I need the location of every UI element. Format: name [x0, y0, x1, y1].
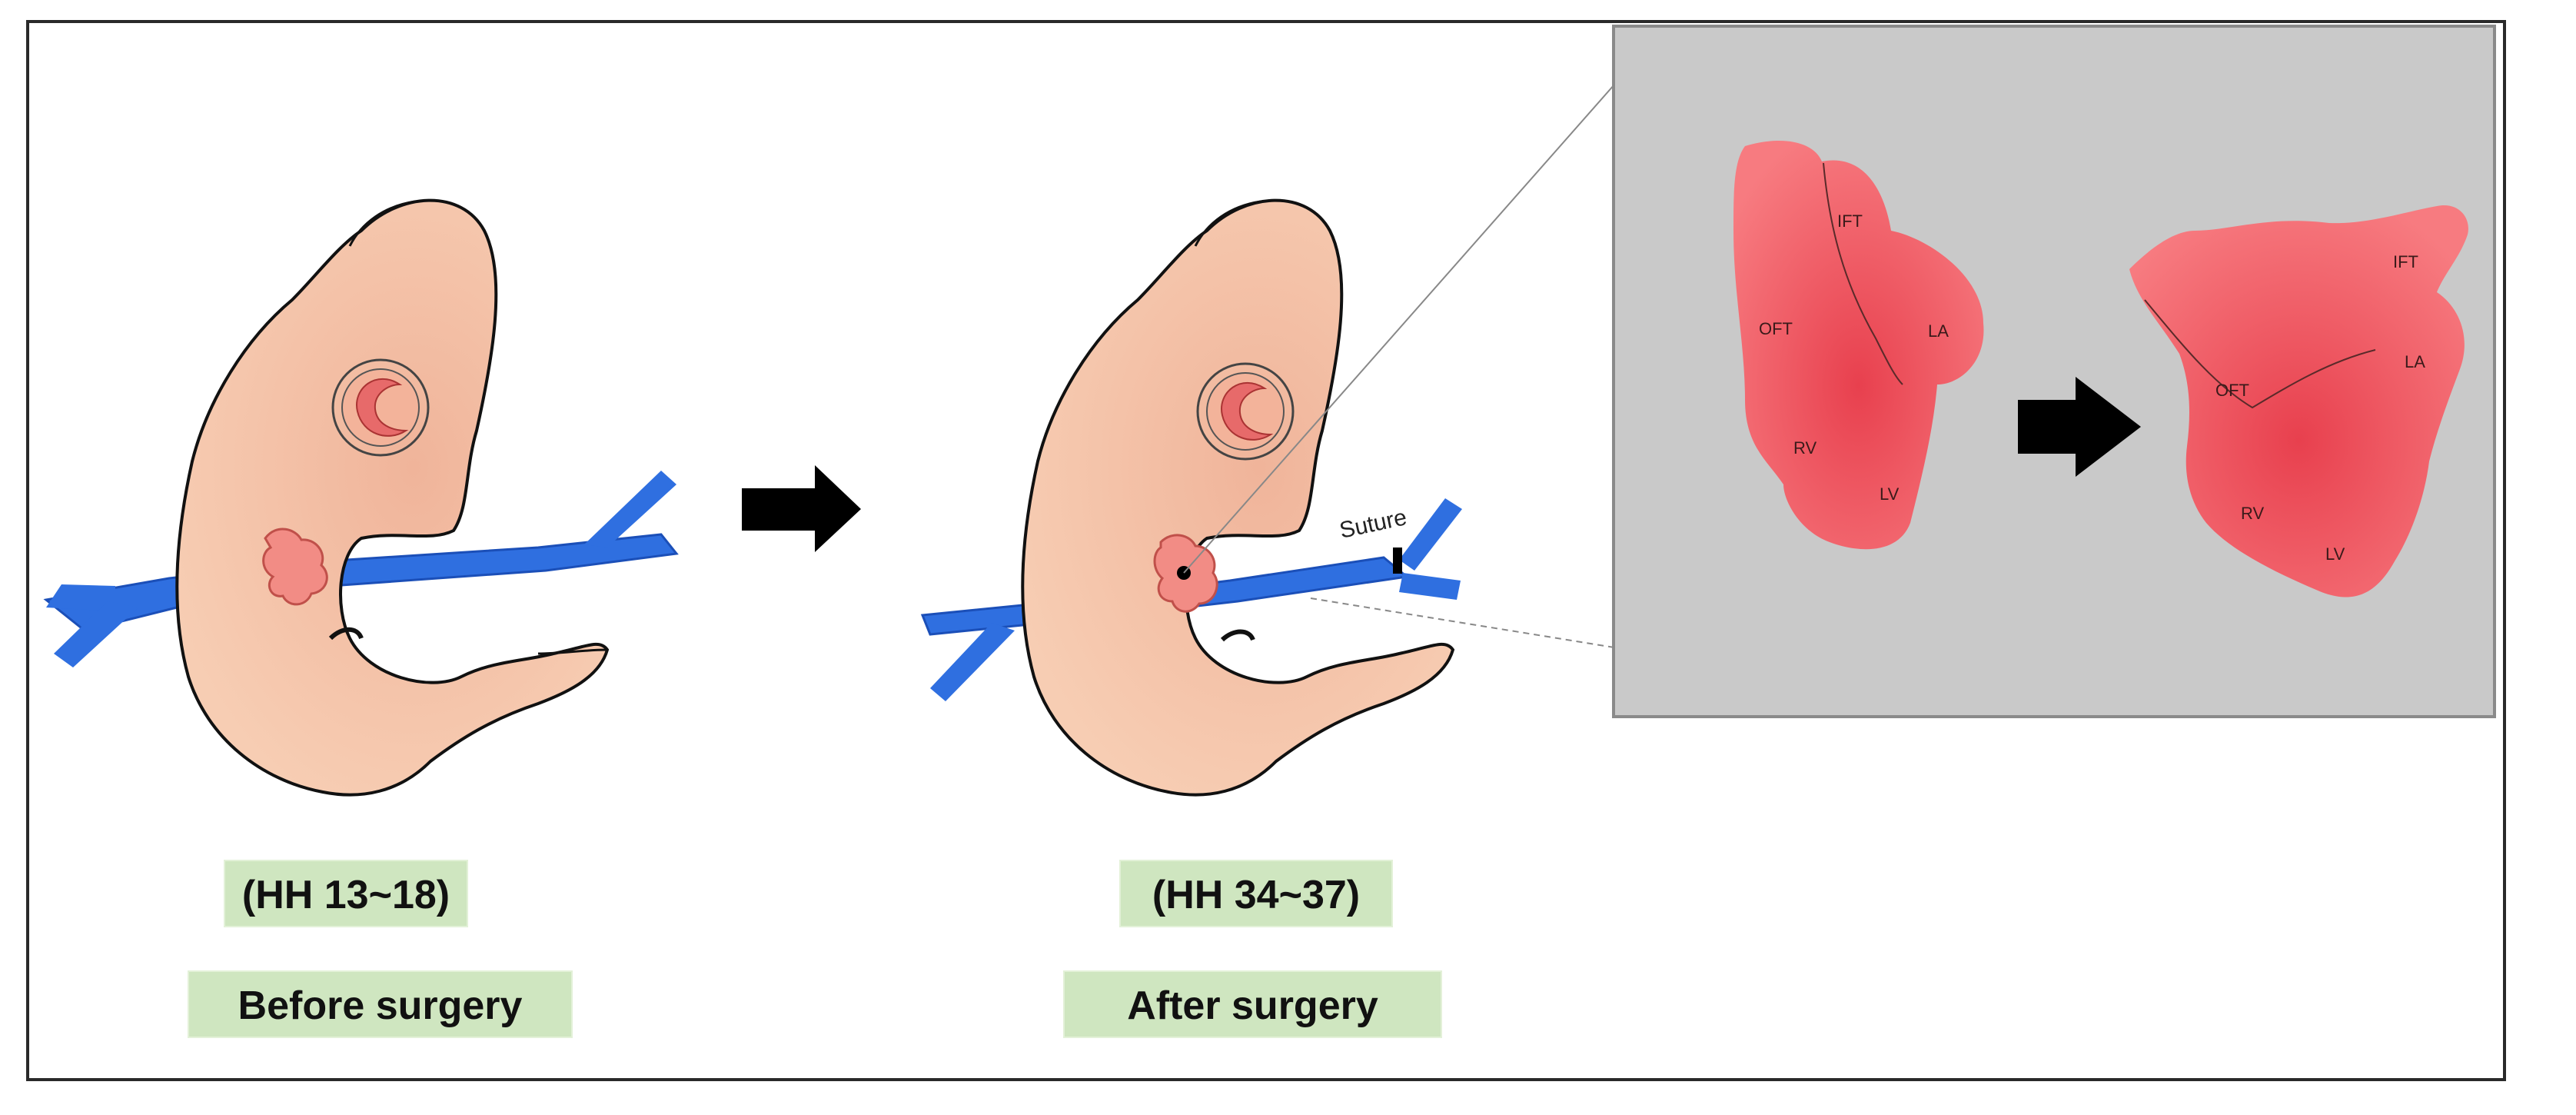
- vessel-after-branch-right-bottom: [1399, 573, 1461, 600]
- heart-before-label-rv: RV: [1793, 438, 1816, 458]
- heart-after-label-rv: RV: [2241, 504, 2264, 523]
- heart-after-label-ift: IFT: [2393, 252, 2418, 271]
- after-stage-caption: After surgery: [1063, 970, 1442, 1038]
- embryo-after-body: [1021, 198, 1455, 797]
- vessel-before-branch-right: [584, 471, 676, 548]
- figure-frame: [26, 20, 2506, 1081]
- embryo-before: [43, 198, 679, 797]
- heart-before-label-oft: OFT: [1759, 319, 1793, 338]
- embryo-after-eye-inner: [1221, 381, 1274, 441]
- before-stage-caption: Before surgery: [188, 970, 573, 1038]
- heart-after-label-la: LA: [2405, 352, 2425, 371]
- vessel-after-branch-left: [930, 623, 1015, 701]
- heart-before-shape: [1733, 140, 1984, 550]
- embryo-after-limb: [1220, 629, 1255, 642]
- after-stage-hh-label: (HH 34~37): [1119, 860, 1393, 927]
- before-stage-hh-label: (HH 13~18): [224, 860, 468, 927]
- heart-before: IFT OFT LA RV LV: [1733, 140, 1984, 550]
- heart-after-label-oft: OFT: [2215, 381, 2249, 400]
- heart-before-label-la: LA: [1928, 321, 1949, 341]
- heart-after: IFT OFT LA RV LV: [2129, 205, 2468, 597]
- embryo-after-head-outline: [1194, 200, 1261, 247]
- embryo-after-eye-outer: [1196, 362, 1295, 461]
- embryo-before-tail: [537, 648, 608, 655]
- embryo-before-eye-outer: [331, 358, 430, 457]
- embryo-before-eye-ring: [341, 368, 420, 447]
- vessel-after-branch-right-top: [1399, 498, 1462, 571]
- heart-before-label-lv: LV: [1880, 484, 1900, 504]
- embryo-before-body: [175, 198, 610, 797]
- embryo-before-eye-inner: [356, 378, 409, 437]
- embryo-after: Suture: [920, 198, 1462, 797]
- arrow-before-to-after: [742, 465, 861, 552]
- zoom-line-top: [1183, 84, 1615, 574]
- vessel-before: [43, 533, 679, 632]
- embryo-before-limb: [328, 627, 364, 641]
- arrow-heart-before-to-after: [2018, 377, 2141, 477]
- heart-after-label-lv: LV: [2325, 544, 2345, 564]
- suture-mark: [1393, 548, 1402, 574]
- zoom-line-bottom: [1310, 597, 1615, 648]
- embryo-before-head-outline: [348, 200, 416, 247]
- heart-after-shape: [2129, 205, 2468, 597]
- heart-after-septum: [2144, 299, 2376, 409]
- vessel-before-branch-left-top: [46, 584, 115, 611]
- embryo-before-heart: [262, 528, 328, 606]
- heart-before-label-ift: IFT: [1837, 211, 1863, 231]
- embryo-after-eye-ring: [1206, 372, 1285, 451]
- suture-label: Suture: [1338, 504, 1409, 544]
- heart-before-septum: [1823, 162, 1903, 385]
- vessel-before-branch-left-bottom: [54, 601, 138, 667]
